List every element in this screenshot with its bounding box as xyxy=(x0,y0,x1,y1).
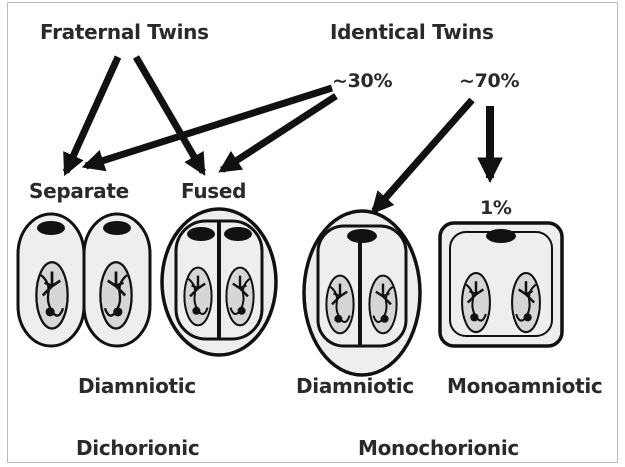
percent-1-label: 1% xyxy=(480,199,512,218)
arrow-fraternal-to-fused xyxy=(136,57,203,172)
monoamniotic-illustration xyxy=(440,223,562,346)
monochorionic-label: Monochorionic xyxy=(358,438,519,458)
fused-label: Fused xyxy=(181,181,246,201)
fraternal-twins-label: Fraternal Twins xyxy=(40,22,209,42)
arrow-30pct-to-separate xyxy=(86,88,332,166)
fused-placentas-illustration xyxy=(162,209,276,355)
monoamniotic-label: Monoamniotic xyxy=(447,376,602,396)
separate-label: Separate xyxy=(29,181,129,201)
percent-30-label: ~30% xyxy=(332,72,392,91)
diamniotic-monochorionic-label: Diamniotic xyxy=(296,376,414,396)
separate-placentas-illustration xyxy=(18,214,150,346)
percent-70-label: ~70% xyxy=(459,72,519,91)
identical-twins-label: Identical Twins xyxy=(330,22,494,42)
arrow-70pct-to-diamniotic xyxy=(374,100,472,211)
monochorionic-diamniotic-illustration xyxy=(304,211,420,375)
dichorionic-label: Dichorionic xyxy=(76,438,199,458)
arrows xyxy=(66,57,490,211)
diamniotic-dichorionic-label: Diamniotic xyxy=(78,376,196,396)
